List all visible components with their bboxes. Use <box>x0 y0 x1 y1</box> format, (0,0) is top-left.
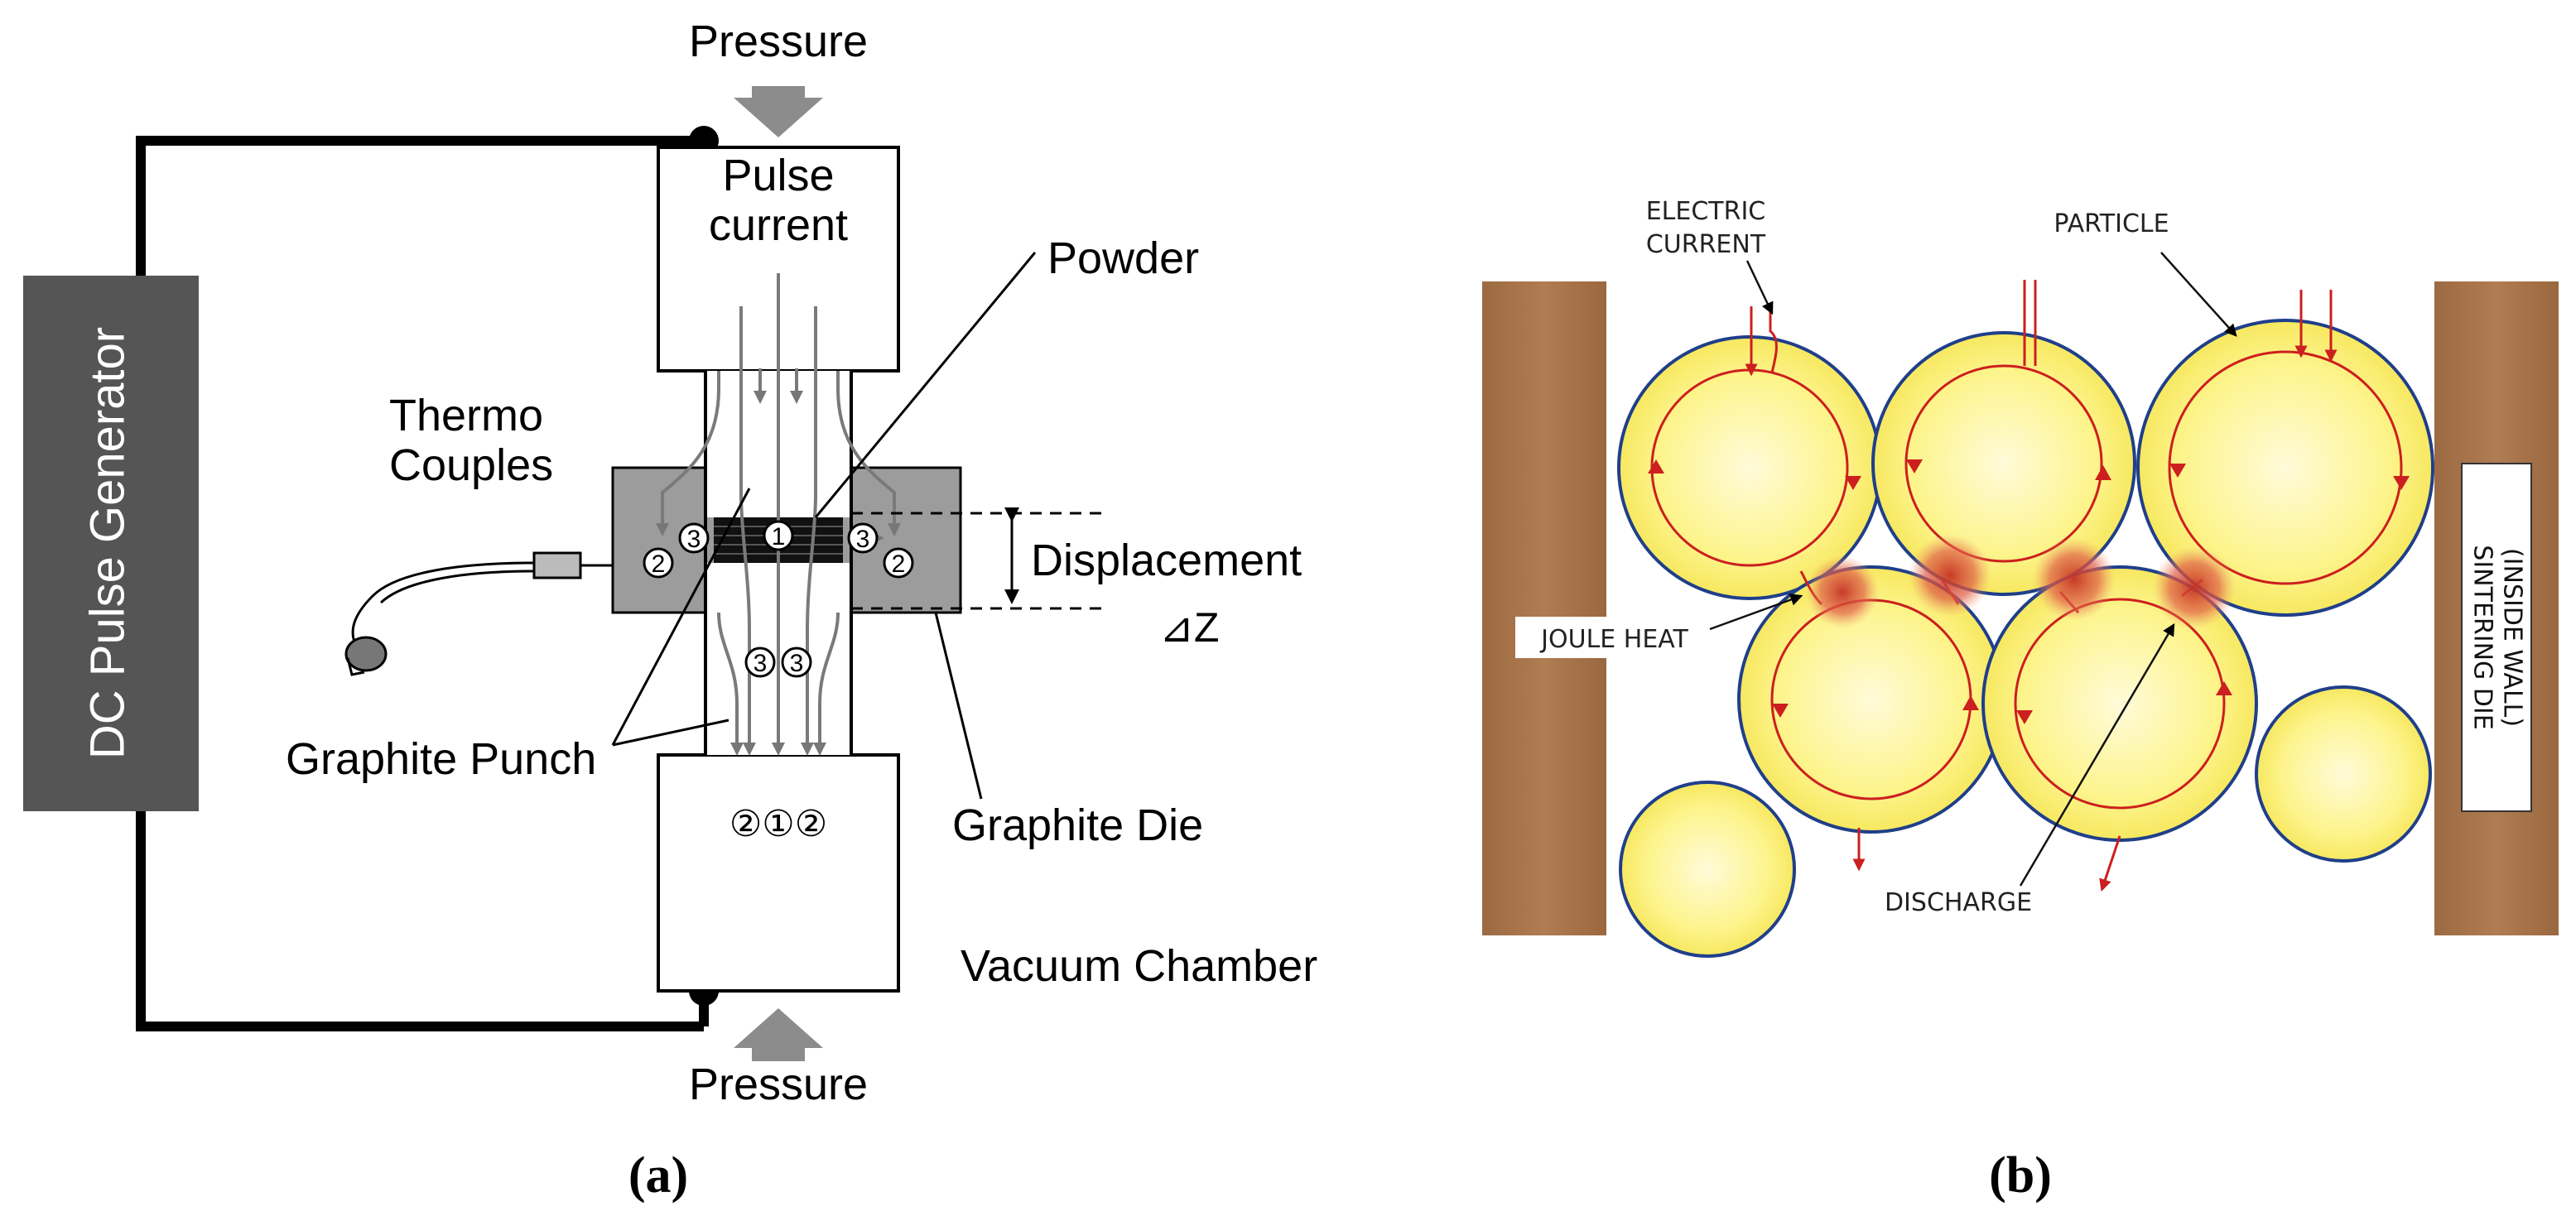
hotspot-1 <box>1806 555 1879 628</box>
pressure-bottom-arrow <box>734 1008 823 1061</box>
electric-current-label-1: ELECTRIC <box>1646 197 1766 226</box>
electric-current-leader <box>1745 260 1774 315</box>
svg-text:1: 1 <box>772 523 786 550</box>
panel-b-particle-mechanism: SINTERING DIE (INSIDE WALL) <box>1482 197 2559 1204</box>
discharge-label: DISCHARGE <box>1885 888 2032 917</box>
punch-leader-2 <box>612 719 729 747</box>
pressure-top-label: Pressure <box>689 17 868 66</box>
pressure-bottom-label: Pressure <box>689 1060 868 1109</box>
joule-heat-leader <box>1709 594 1803 631</box>
punch-leader-1 <box>611 488 751 746</box>
svg-text:3: 3 <box>754 650 768 677</box>
loop-arrowheads <box>1648 459 2410 724</box>
joule-heat-label: JOULE HEAT <box>1539 625 1688 654</box>
bottom-electrode <box>657 753 900 993</box>
bottom-wire <box>136 811 704 1031</box>
caption-a: (a) <box>628 1147 688 1204</box>
bottom-markers: ②①② <box>729 804 827 844</box>
die-label-line1: SINTERING DIE <box>2468 545 2497 729</box>
particle-mid-2 <box>1981 565 2258 842</box>
thermo-label-2: Couples <box>389 440 553 490</box>
pulse-current-label-2: current <box>709 200 848 250</box>
dc-pulse-generator <box>23 276 199 811</box>
die-label-box <box>2461 463 2532 812</box>
particle-label: PARTICLE <box>2054 209 2169 238</box>
circled-markers: 1 2 3 3 2 3 3 <box>643 520 914 678</box>
svg-text:3: 3 <box>856 526 870 553</box>
particle-top-3 <box>2136 319 2434 617</box>
die-label-line2: (INSIDE WALL) <box>2498 548 2527 727</box>
discharge-leader <box>2019 623 2175 887</box>
particles <box>1617 319 2434 958</box>
particle-leader <box>2160 252 2237 337</box>
graphite-punch-label: Graphite Punch <box>286 734 596 784</box>
particle-bottom-left <box>1619 781 1796 958</box>
thermo-label-1: Thermo <box>389 391 543 440</box>
joule-heat-box <box>1515 617 1714 658</box>
svg-text:3: 3 <box>687 526 701 553</box>
thermocouple-cable <box>351 561 535 647</box>
top-wire <box>136 136 704 277</box>
hotspot-2 <box>1909 534 1991 617</box>
caption-b: (b) <box>1989 1147 2052 1204</box>
pulse-current-label-1: Pulse <box>722 151 834 200</box>
graphite-die-label: Graphite Die <box>952 800 1203 850</box>
delta-z-label: ⊿Z <box>1159 604 1219 651</box>
svg-text:3: 3 <box>790 650 804 677</box>
hotspot-3 <box>2033 538 2116 621</box>
panel-a-sps-apparatus: DC Pulse Generator Pressure Pressure Pul… <box>23 17 1317 1204</box>
hotspots <box>1806 534 2236 629</box>
pressure-top-arrow <box>734 86 823 137</box>
svg-text:2: 2 <box>652 550 666 578</box>
thermocouple-plug <box>344 636 388 672</box>
generator-label: DC Pulse Generator <box>80 327 134 759</box>
electric-current-label-2: CURRENT <box>1646 230 1766 259</box>
sintering-die-wall-left <box>1482 281 1606 935</box>
particle-bottom-right <box>2255 685 2432 863</box>
vacuum-chamber-label: Vacuum Chamber <box>961 941 1317 991</box>
die-leader <box>934 612 983 800</box>
hotspot-4 <box>2153 546 2236 629</box>
thermocouple-probe <box>532 551 582 579</box>
particle-top-2 <box>1871 331 2136 596</box>
displacement-label: Displacement <box>1031 536 1302 585</box>
svg-text:2: 2 <box>892 550 906 578</box>
powder-leader <box>814 252 1037 518</box>
powder-label: Powder <box>1047 233 1199 283</box>
